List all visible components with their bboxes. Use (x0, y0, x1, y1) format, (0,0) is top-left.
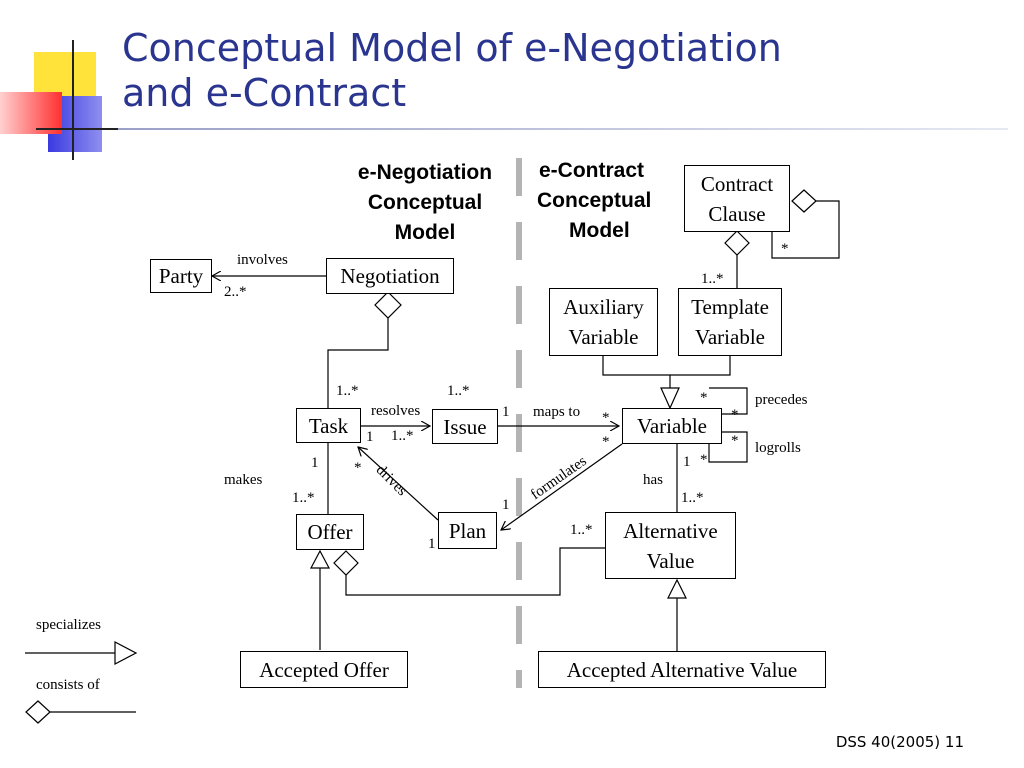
variable-formulates-multiplicity: * (602, 434, 610, 450)
auxiliary-variable-line-1: Auxiliary (563, 295, 644, 319)
vertical-line-decoration (72, 40, 74, 160)
alternative-value-line-1: Alternative (623, 518, 718, 543)
precedes-label: precedes (755, 392, 808, 408)
variable-class: Variable (622, 408, 722, 444)
contract-heading-line-2: Conceptual (537, 189, 652, 212)
negotiation-label: Negotiation (340, 264, 440, 288)
variable-maps-multiplicity: * (602, 410, 610, 426)
title-line-2: and e-Contract (122, 71, 407, 115)
issue-resolves-multiplicity: 1..* (391, 428, 414, 444)
offer-class: Offer (296, 514, 364, 550)
legend-specializes-label: specializes (36, 617, 101, 633)
plan-drives-multiplicity: 1 (428, 536, 436, 552)
task-resolves-multiplicity: 1 (366, 429, 374, 445)
alternative-offer-multiplicity: 1..* (570, 522, 593, 538)
clause-self-connector (771, 200, 840, 259)
plan-label: Plan (448, 518, 487, 543)
accepted-alternative-value-label: Accepted Alternative Value (566, 657, 798, 682)
auxiliary-variable-line-2: Variable (568, 325, 639, 349)
has-label: has (643, 472, 663, 488)
template-clause-multiplicity: 1..* (701, 271, 724, 287)
negotiation-model-heading: e-Negotiation Conceptual Model (340, 158, 510, 248)
auxiliary-generalization (602, 356, 670, 376)
formulates-connector (501, 443, 623, 530)
slide-title: Conceptual Model of e-Negotiation and e-… (122, 26, 782, 116)
clause-diamond (724, 230, 750, 256)
legend-consists-label: consists of (36, 677, 100, 693)
offer-alternative-connector (345, 547, 605, 596)
offer-diamond (333, 550, 359, 576)
negotiation-heading-line-1: e-Negotiation (357, 161, 493, 184)
variable-generalization-triangle (660, 387, 680, 410)
negotiation-task-multiplicity: 1..* (336, 383, 359, 399)
logrolls-label: logrolls (755, 440, 801, 456)
template-variable-line-1: Template (691, 295, 769, 319)
alternative-generalization-triangle (667, 578, 687, 599)
offer-makes-multiplicity: 1..* (292, 490, 315, 506)
resolves-label: resolves (371, 403, 421, 419)
red-square-decoration (0, 92, 62, 134)
makes-label: makes (224, 472, 263, 488)
negotiation-class: Negotiation (326, 258, 454, 294)
task-makes-multiplicity: 1 (311, 455, 319, 471)
template-variable-class: Template Variable (678, 288, 782, 356)
accepted-offer-label: Accepted Offer (259, 657, 389, 682)
negotiation-diamond (374, 291, 402, 319)
precedes-multiplicity-a: * (700, 390, 708, 406)
auxiliary-variable-class: Auxiliary Variable (549, 288, 658, 356)
contract-clause-line-2: Clause (708, 201, 766, 226)
task-label: Task (308, 413, 349, 438)
issue-label: Issue (443, 414, 487, 439)
alternative-value-class: Alternative Value (605, 512, 736, 579)
plan-class: Plan (438, 512, 497, 549)
party-involves-multiplicity: 2..* (224, 284, 247, 300)
title-line-1: Conceptual Model of e-Negotiation (122, 26, 782, 70)
contract-clause-line-1: Contract (700, 171, 774, 196)
plan-formulates-multiplicity: 1 (502, 497, 510, 513)
alternative-value-line-2: Value (646, 548, 695, 573)
slide-footer: DSS 40(2005) 11 (835, 733, 964, 751)
clause-self-diamond (791, 189, 817, 213)
task-class: Task (296, 408, 361, 443)
logrolls-loop (708, 431, 748, 463)
variable-has-multiplicity: 1 (683, 454, 691, 470)
party-class: Party (150, 259, 212, 293)
template-generalization (670, 356, 731, 376)
contract-clause-class: Contract Clause (684, 165, 790, 232)
legend-consists-diamond (25, 700, 51, 724)
precedes-multiplicity-b: * (731, 407, 739, 423)
involves-label: involves (237, 252, 288, 268)
horizontal-line-decoration (36, 128, 122, 130)
contract-heading-line-1: e-Contract (539, 159, 645, 182)
task-drives-multiplicity: * (354, 460, 362, 476)
contract-model-heading: e-Contract Conceptual Model (537, 156, 651, 246)
negotiation-heading-line-2: Conceptual (367, 191, 483, 214)
offer-label: Offer (307, 520, 353, 544)
precedes-loop (709, 387, 748, 415)
maps-to-label: maps to (533, 404, 581, 420)
accepted-offer-class: Accepted Offer (240, 651, 408, 688)
logrolls-multiplicity-a: * (731, 433, 739, 449)
negotiation-task-connector (327, 318, 389, 408)
clause-self-multiplicity: * (781, 241, 789, 257)
accepted-alternative-value-class: Accepted Alternative Value (538, 651, 826, 688)
title-underline (118, 128, 1008, 130)
contract-heading-line-3: Model (569, 219, 630, 242)
legend-specializes-triangle (114, 641, 138, 665)
issue-class: Issue (432, 409, 498, 444)
party-label: Party (158, 264, 204, 288)
alternative-has-multiplicity: 1..* (681, 490, 704, 506)
issue-top-multiplicity: 1..* (447, 383, 470, 399)
issue-maps-multiplicity: 1 (502, 404, 510, 420)
template-variable-line-2: Variable (695, 325, 765, 349)
variable-label: Variable (637, 414, 707, 438)
drives-connector (358, 447, 439, 521)
negotiation-heading-line-3: Model (394, 221, 456, 244)
offer-generalization-triangle (310, 549, 330, 569)
logrolls-multiplicity-b: * (700, 452, 708, 468)
